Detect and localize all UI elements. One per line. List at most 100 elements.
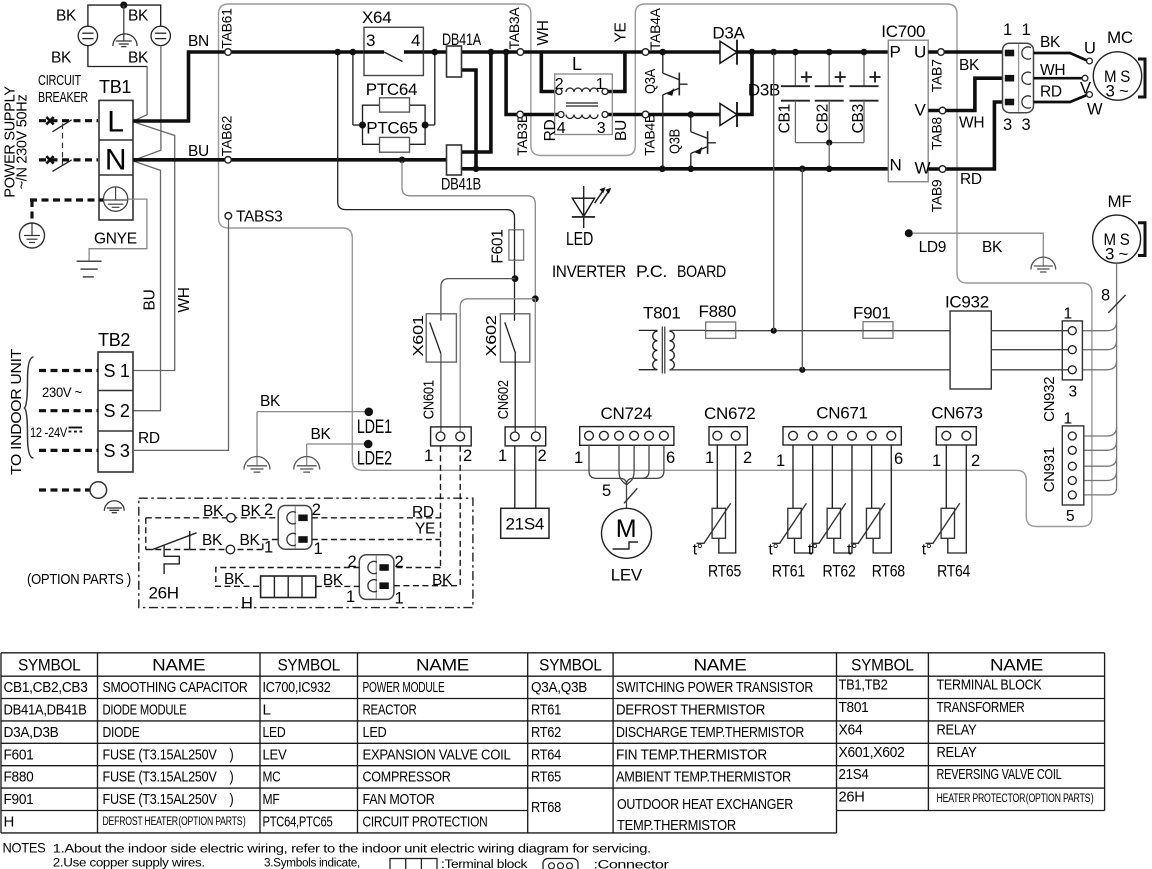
svg-text:NAME: NAME (152, 657, 205, 675)
svg-text:CIRCUIT: CIRCUIT (38, 72, 81, 89)
svg-text:3: 3 (1003, 116, 1012, 134)
svg-text:RT62: RT62 (823, 563, 856, 581)
svg-text:230V ~: 230V ~ (42, 384, 82, 400)
svg-text:3: 3 (1022, 116, 1031, 134)
svg-text:TAB4B: TAB4B (642, 114, 658, 156)
svg-text:1: 1 (1003, 21, 1012, 39)
svg-text:DB41B: DB41B (441, 175, 481, 194)
svg-text:PTC64: PTC64 (366, 80, 417, 99)
svg-text:BK: BK (128, 8, 149, 25)
svg-text:P.C.: P.C. (636, 263, 667, 281)
svg-text:2: 2 (348, 553, 357, 571)
svg-text:INVERTER: INVERTER (552, 263, 626, 281)
svg-text:BK: BK (56, 8, 77, 25)
svg-text:1: 1 (424, 447, 433, 465)
svg-text:RD: RD (960, 171, 982, 188)
svg-text:N: N (890, 156, 902, 175)
svg-text:RELAY: RELAY (937, 744, 977, 761)
svg-text:BK: BK (51, 50, 72, 67)
svg-text:BK: BK (959, 57, 980, 74)
svg-text:MC: MC (1107, 28, 1133, 47)
svg-text:PTC64,PTC65: PTC64,PTC65 (263, 814, 333, 831)
svg-text:BK: BK (241, 503, 262, 520)
svg-text:X602: X602 (483, 316, 500, 357)
svg-text::Terminal block: :Terminal block (441, 857, 528, 869)
svg-text:LED: LED (363, 724, 387, 741)
svg-text:BREAKER: BREAKER (38, 89, 88, 106)
svg-text:FAN MOTOR: FAN MOTOR (363, 791, 435, 808)
svg-text:F601: F601 (4, 746, 34, 763)
svg-text:RT68: RT68 (872, 563, 905, 581)
svg-text:MF: MF (263, 791, 280, 808)
svg-text:W: W (915, 159, 931, 178)
svg-text:NAME: NAME (694, 657, 747, 675)
svg-text:CN672: CN672 (704, 404, 755, 423)
svg-text:1: 1 (574, 449, 583, 467)
svg-text:F601: F601 (490, 229, 507, 263)
svg-text:RD: RD (138, 430, 160, 447)
svg-text:TB2: TB2 (98, 330, 130, 350)
svg-text:BK: BK (260, 393, 281, 410)
svg-text:YE: YE (613, 22, 630, 42)
svg-text:DISCHARGE TEMP.THERMISTOR: DISCHARGE TEMP.THERMISTOR (616, 724, 804, 741)
svg-text:POWER SUPPLY: POWER SUPPLY (3, 86, 19, 198)
svg-text:t°: t° (808, 542, 818, 559)
svg-text:X601,X602: X601,X602 (839, 744, 905, 761)
svg-text:TB1,TB2: TB1,TB2 (839, 677, 888, 694)
svg-text:WH: WH (959, 115, 984, 132)
svg-text:2.Use copper supply wires.: 2.Use copper supply wires. (53, 856, 205, 869)
svg-text:MC: MC (263, 769, 281, 786)
svg-text:IC932: IC932 (945, 293, 989, 312)
svg-text:CB1: CB1 (776, 104, 793, 133)
svg-text:S 3: S 3 (104, 441, 130, 461)
svg-text:CB2: CB2 (814, 104, 831, 133)
svg-text:RT64: RT64 (937, 563, 970, 581)
svg-text:LDE1: LDE1 (357, 417, 392, 438)
svg-text:U: U (1084, 40, 1096, 58)
svg-text:t°: t° (847, 542, 857, 559)
svg-text:1: 1 (705, 449, 714, 467)
svg-text:M S: M S (1104, 230, 1130, 249)
svg-text:CN671: CN671 (816, 404, 867, 423)
svg-text:CB3: CB3 (850, 104, 867, 133)
svg-text:F880: F880 (4, 769, 34, 786)
svg-text:D3B: D3B (748, 81, 780, 100)
svg-text:~/N 230V 50Hz: ~/N 230V 50Hz (15, 95, 31, 190)
svg-text:RT61: RT61 (772, 563, 805, 581)
svg-text:3 ~: 3 ~ (1105, 245, 1128, 264)
svg-text:FUSE (T3.15AL250V ): FUSE (T3.15AL250V ) (103, 746, 234, 763)
svg-text:NOTES: NOTES (3, 841, 46, 856)
svg-text:N: N (105, 144, 126, 177)
svg-text:F901: F901 (853, 304, 891, 323)
svg-text:CN932: CN932 (1041, 377, 1058, 422)
svg-text:LED: LED (263, 724, 286, 741)
svg-text:26H: 26H (149, 584, 179, 603)
svg-text:L: L (572, 54, 582, 74)
svg-text:2: 2 (312, 501, 321, 519)
svg-text:RD: RD (412, 504, 434, 521)
svg-text:V: V (915, 101, 927, 120)
svg-text:1: 1 (1064, 411, 1072, 428)
svg-text:SYMBOL: SYMBOL (18, 657, 81, 675)
svg-text:Q3A: Q3A (643, 68, 659, 94)
svg-text:TO INDOOR UNIT: TO INDOOR UNIT (8, 349, 25, 475)
svg-text:2: 2 (555, 76, 564, 93)
svg-text:DB41A: DB41A (442, 30, 482, 49)
svg-text:H: H (241, 595, 253, 613)
svg-text:BOARD: BOARD (677, 263, 726, 281)
svg-text:S 2: S 2 (104, 401, 130, 421)
svg-text:WH: WH (535, 20, 552, 45)
svg-text:1: 1 (346, 588, 355, 606)
svg-text:L: L (263, 702, 271, 719)
svg-text:1: 1 (776, 452, 785, 470)
svg-text:1.About the indoor side electr: 1.About the indoor side electric wiring,… (53, 842, 651, 856)
svg-text:RD: RD (542, 120, 559, 142)
svg-text:DB41A,DB41B: DB41A,DB41B (4, 702, 87, 719)
svg-text:TAB8: TAB8 (928, 117, 944, 150)
svg-text::Connector: :Connector (594, 858, 669, 869)
svg-text:2: 2 (264, 501, 273, 519)
svg-text:2: 2 (971, 452, 980, 470)
svg-text:L: L (107, 106, 123, 139)
svg-text:1: 1 (314, 540, 323, 558)
svg-text:WH: WH (176, 287, 193, 312)
